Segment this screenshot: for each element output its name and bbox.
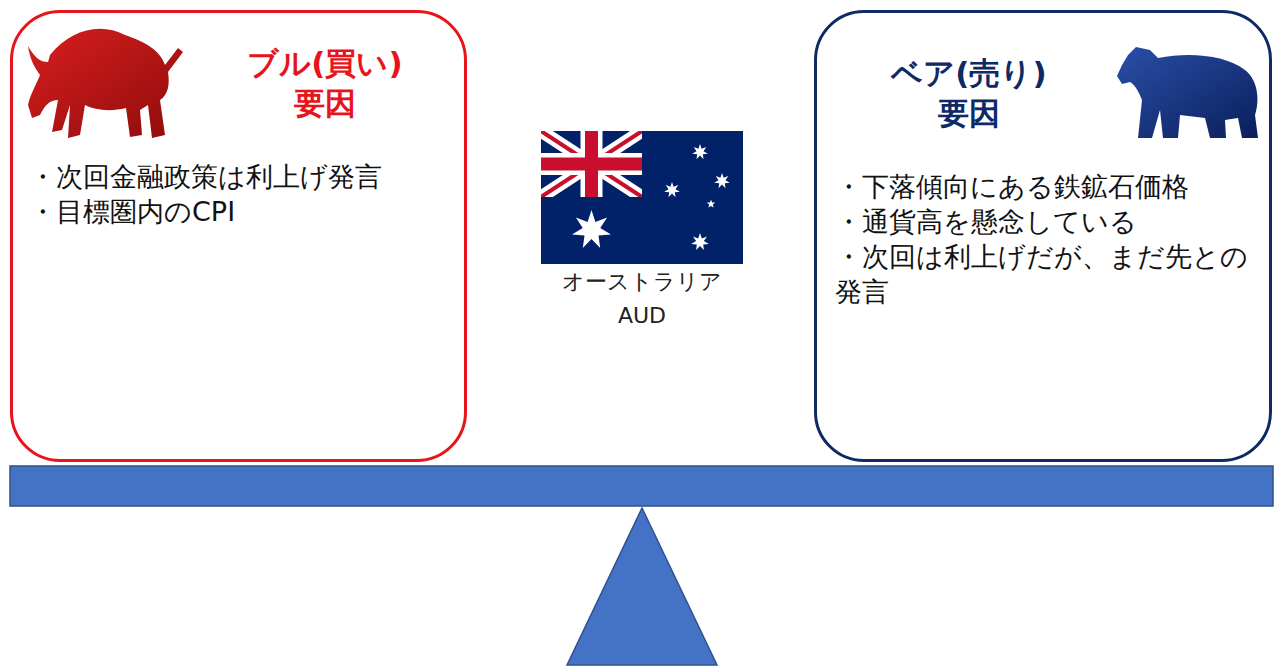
- flag-star: [692, 144, 708, 159]
- bear-factor-box: ベア(売り) 要因・下落傾向にある鉄鉱石価格・通貨高を懸念している・次回は利上げ…: [814, 10, 1272, 462]
- bear-icon: [1117, 47, 1258, 138]
- flag-star: [691, 233, 709, 250]
- australia-flag: [541, 131, 743, 264]
- bull-icon: [28, 29, 183, 138]
- bull-factor-box: ブル(買い) 要因・次回金融政策は利上げ発言・目標圏内のCPI: [10, 10, 467, 462]
- flag-star: [572, 210, 611, 248]
- box-heading: ベア(売り) 要因: [888, 53, 1050, 134]
- box-heading: ブル(買い) 要因: [244, 43, 406, 124]
- currency-code: AUD: [618, 303, 666, 329]
- country-name: オーストラリア: [562, 269, 722, 295]
- factor-item: ・目標圏内のCPI: [29, 194, 449, 229]
- factor-item: ・通貨高を懸念している: [835, 204, 1255, 239]
- flag-star: [714, 173, 730, 188]
- seesaw-fulcrum: [567, 508, 717, 665]
- factor-item: ・次回金融政策は利上げ発言: [29, 159, 449, 194]
- flag-star: [707, 200, 716, 208]
- factor-item: ・下落傾向にある鉄鉱石価格: [835, 169, 1255, 204]
- flag-star: [664, 182, 680, 197]
- seesaw-beam: [10, 466, 1273, 506]
- factor-item: ・次回は利上げだが、まだ先との発言: [835, 239, 1255, 309]
